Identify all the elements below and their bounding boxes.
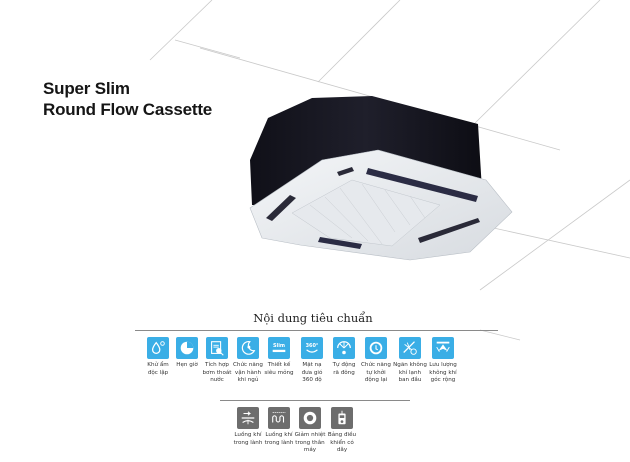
drain-pump-icon: [206, 337, 228, 359]
slim-design-icon: Slim: [268, 337, 290, 359]
svg-text:360°: 360°: [306, 343, 319, 349]
feature-timer: Hẹn giờ: [165, 337, 209, 370]
feature-cold-draft-prevention: Ngăn không khí lạnh ban đầu: [388, 337, 432, 385]
360-airflow-icon: 360°: [301, 337, 323, 359]
humidity-drop-icon: [147, 337, 169, 359]
section-divider: [135, 330, 498, 331]
feature-fresh-air-intake: Luồng khí trong lành: [226, 407, 270, 447]
wide-airflow-icon: [432, 337, 454, 359]
feature-heat-reduction: Giảm nhiệt trong thân máy: [288, 407, 332, 455]
svg-text:Slim: Slim: [273, 343, 285, 349]
feature-independent-dehumidify: Khử ẩm độc lập: [136, 337, 180, 377]
feature-auto-defrost: Tự động rã đông: [322, 337, 366, 377]
section-title: Nội dung tiêu chuẩn: [253, 311, 373, 325]
feature-wide-airflow: Lưu lượng không khí góc rộng: [421, 337, 465, 385]
feature-auto-restart: Chức năng tự khởi động lại: [354, 337, 398, 385]
product-title-line-2: Round Flow Cassette: [43, 100, 213, 119]
optional-divider: [220, 400, 410, 401]
feature-360-airflow: 360° Mặt nạ đưa gió 360 độ: [290, 337, 334, 385]
product-title: Super Slim Round Flow Cassette: [43, 78, 212, 120]
cold-draft-prevention-icon: [399, 337, 421, 359]
feature-drain-pump: Tích hợp bơm thoát nước: [195, 337, 239, 385]
feature-sleep-mode: Chức năng vận hành khi ngủ: [226, 337, 270, 385]
product-title-line-1: Super Slim: [43, 79, 130, 98]
sleep-mode-icon: [237, 337, 259, 359]
heater-coil-icon: [268, 407, 290, 429]
heat-reduction-icon: [299, 407, 321, 429]
auto-defrost-icon: [333, 337, 355, 359]
feature-heater-coil: Luồng khí trong lành: [257, 407, 301, 447]
auto-restart-icon: [365, 337, 387, 359]
fresh-air-intake-icon: [237, 407, 259, 429]
timer-icon: [176, 337, 198, 359]
feature-slim-design: Slim Thiết kế siêu mỏng: [257, 337, 301, 377]
feature-wired-remote: Bảng điều khiển có dây: [320, 407, 364, 455]
wired-remote-icon: [331, 407, 353, 429]
